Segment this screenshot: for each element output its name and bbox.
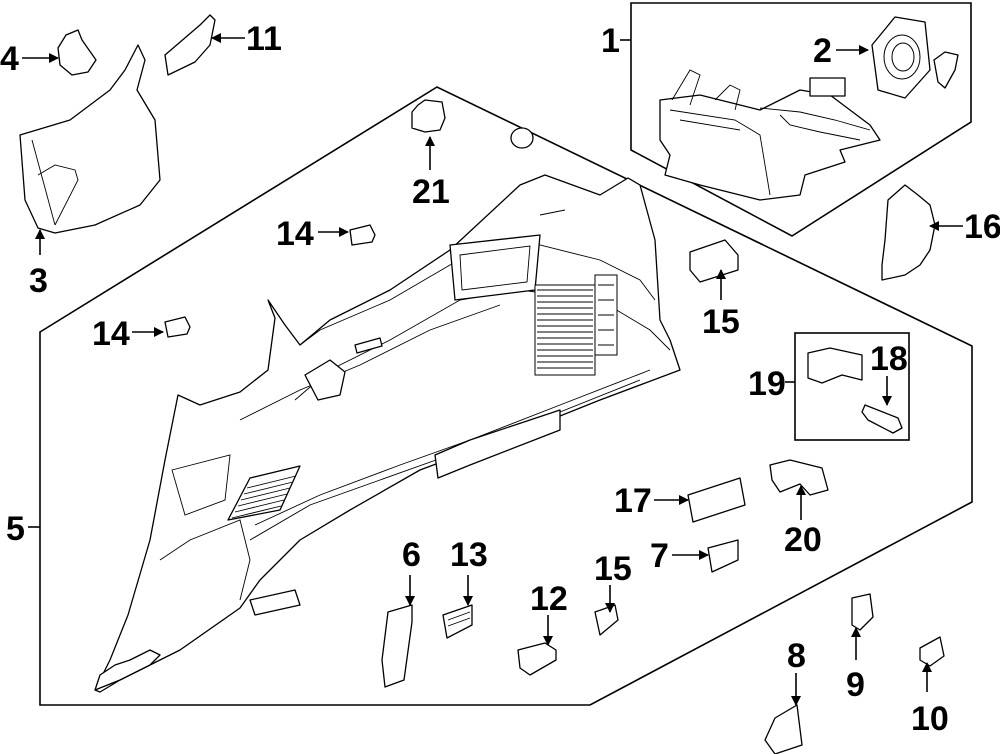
assembly-frame-19 xyxy=(794,332,910,441)
clip-part-15-lower xyxy=(594,604,619,636)
callout-1: 1 xyxy=(601,22,620,60)
callout-7: 7 xyxy=(650,537,669,575)
callout-12: 12 xyxy=(530,580,568,618)
bracket-part-11 xyxy=(164,14,216,76)
clip-part-14-upper xyxy=(349,224,376,246)
callout-9: 9 xyxy=(846,666,865,704)
callout-14-upper: 14 xyxy=(276,215,314,253)
callout-14-lower: 14 xyxy=(92,315,130,353)
clip-part-10 xyxy=(919,636,945,667)
trim-piece-16 xyxy=(881,184,936,281)
callout-20: 20 xyxy=(784,521,822,559)
assembly-frame-5 xyxy=(39,86,973,706)
cover-part-7 xyxy=(707,539,739,573)
clip-part-14-lower xyxy=(164,316,191,338)
clip-part-20 xyxy=(769,459,829,496)
callout-8: 8 xyxy=(787,637,806,675)
trim-strip-6 xyxy=(381,604,413,688)
clip-part-21 xyxy=(411,99,446,133)
grommet xyxy=(510,127,534,149)
callout-6: 6 xyxy=(402,536,421,574)
callout-15-lower: 15 xyxy=(594,550,632,588)
clip-part-4 xyxy=(57,29,97,76)
leader-lines xyxy=(22,33,963,706)
clip-part-15-upper xyxy=(689,239,739,283)
callout-18: 18 xyxy=(870,340,908,378)
speaker-grille xyxy=(534,274,618,376)
quarter-trim-panel xyxy=(94,174,681,693)
callout-3: 3 xyxy=(29,262,48,300)
callout-4: 4 xyxy=(0,40,19,78)
callout-19: 19 xyxy=(748,365,786,403)
pin-part-18 xyxy=(861,404,903,434)
speaker-part-2 xyxy=(871,16,959,99)
trim-piece-8 xyxy=(764,704,803,754)
callout-17: 17 xyxy=(614,482,652,520)
callout-21: 21 xyxy=(412,173,450,211)
lower-vent xyxy=(227,465,301,521)
trim-piece-3 xyxy=(19,44,161,234)
callout-11: 11 xyxy=(246,20,282,58)
callout-13: 13 xyxy=(450,536,488,574)
console-assembly xyxy=(659,69,881,201)
callout-labels: 1 2 3 4 5 6 7 8 9 10 11 12 13 14 14 15 1… xyxy=(0,20,1000,738)
assembly-frame-1 xyxy=(630,2,972,237)
callout-15-upper: 15 xyxy=(702,303,740,341)
callout-16: 16 xyxy=(964,208,1000,246)
cover-part-17 xyxy=(687,477,746,523)
bracket-part-19 xyxy=(807,347,863,384)
clip-part-12 xyxy=(517,642,557,676)
grommet-part-9 xyxy=(851,593,874,631)
clip-part-13 xyxy=(442,604,473,639)
callout-10: 10 xyxy=(911,700,949,738)
callout-5: 5 xyxy=(6,510,25,548)
callout-2: 2 xyxy=(813,32,832,70)
